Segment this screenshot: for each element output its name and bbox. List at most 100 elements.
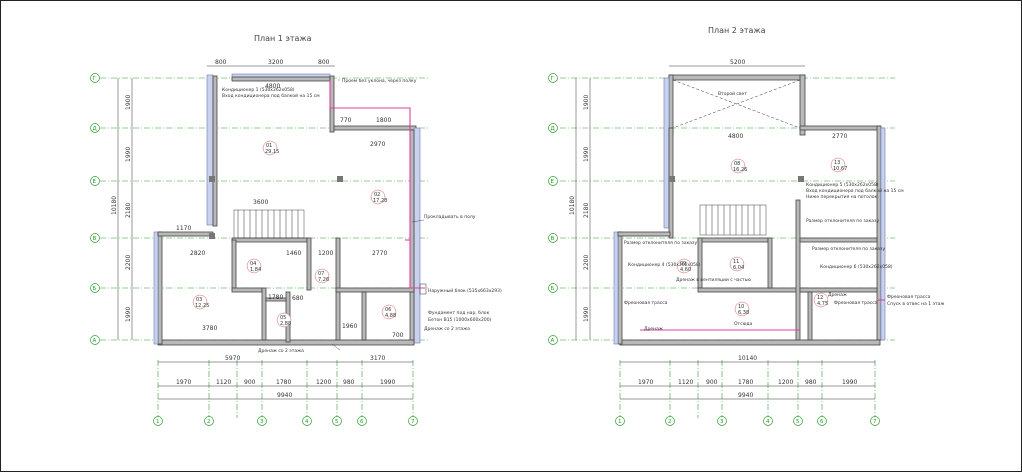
svg-text:1,84: 1,84 xyxy=(250,267,261,273)
svg-text:В: В xyxy=(551,236,555,242)
svg-text:4,60: 4,60 xyxy=(680,267,691,273)
svg-text:Ниже перекрытия на потолок: Ниже перекрытия на потолок xyxy=(806,194,878,200)
svg-text:1900: 1900 xyxy=(125,95,132,110)
freon-route xyxy=(640,299,885,331)
svg-text:3: 3 xyxy=(260,419,264,425)
svg-text:800: 800 xyxy=(318,59,330,66)
svg-text:700: 700 xyxy=(392,332,404,339)
svg-text:07: 07 xyxy=(318,271,324,277)
room-07: 077,26 xyxy=(314,268,330,284)
svg-text:1780: 1780 xyxy=(738,379,753,386)
svg-text:800: 800 xyxy=(215,59,227,66)
svg-text:900: 900 xyxy=(244,379,256,386)
svg-text:06: 06 xyxy=(385,307,391,313)
left-dimensions: 10180 1900 1990 2180 2200 1990 xyxy=(569,78,591,340)
svg-text:1960: 1960 xyxy=(342,323,357,330)
svg-text:Кондиционер 5 (530х262х058): Кондиционер 5 (530х262х058) xyxy=(806,182,879,188)
svg-text:Бетон В15 (1000х600х200): Бетон В15 (1000х600х200) xyxy=(428,317,492,323)
svg-text:Кондиционер 1 (530х262х058): Кондиционер 1 (530х262х058) xyxy=(222,87,295,93)
plan-floor-1: План 1 этажа Г Д Е В Б А xyxy=(90,34,502,426)
svg-text:2200: 2200 xyxy=(125,255,132,270)
svg-text:1200: 1200 xyxy=(318,250,333,257)
svg-text:02: 02 xyxy=(374,192,380,198)
svg-text:Б: Б xyxy=(551,286,555,292)
svg-text:3780: 3780 xyxy=(202,325,217,332)
svg-text:2820: 2820 xyxy=(190,250,205,257)
svg-text:Г: Г xyxy=(551,76,555,82)
svg-text:3200: 3200 xyxy=(268,59,283,66)
svg-text:Дренаж со 2 этажа: Дренаж со 2 этажа xyxy=(258,348,304,354)
axis-grid-cols xyxy=(619,360,876,418)
svg-text:3: 3 xyxy=(720,419,724,425)
svg-text:1200: 1200 xyxy=(778,379,793,386)
room-12: 124,75 xyxy=(813,292,829,308)
svg-text:Наружный блок (535х663х293): Наружный блок (535х663х293) xyxy=(428,287,502,294)
svg-text:3600: 3600 xyxy=(253,199,268,206)
svg-text:2,88: 2,88 xyxy=(280,321,291,327)
svg-text:09: 09 xyxy=(680,261,686,267)
svg-text:12: 12 xyxy=(817,295,823,301)
svg-text:Прокладывать в полу: Прокладывать в полу xyxy=(424,214,476,220)
svg-text:01: 01 xyxy=(266,143,272,149)
svg-text:Фреоновая трасса: Фреоновая трасса xyxy=(624,300,668,306)
svg-text:6,38: 6,38 xyxy=(738,310,749,316)
svg-text:4800: 4800 xyxy=(265,83,280,90)
svg-text:2180: 2180 xyxy=(125,203,132,218)
svg-text:980: 980 xyxy=(343,379,355,386)
svg-text:7: 7 xyxy=(411,419,415,425)
svg-text:2970: 2970 xyxy=(370,141,385,148)
axis-col-labels: 1 2 3 4 5 6 7 xyxy=(615,416,880,426)
svg-text:1120: 1120 xyxy=(678,379,693,386)
svg-text:Б: Б xyxy=(93,286,97,292)
svg-text:03: 03 xyxy=(196,297,202,303)
svg-text:4,88: 4,88 xyxy=(385,313,396,319)
svg-text:10140: 10140 xyxy=(738,355,757,362)
svg-text:Вход кондиционера под балкой н: Вход кондиционера под балкой на 15 см xyxy=(222,92,320,99)
room-09: 094,60 xyxy=(676,258,692,274)
svg-text:Проем без уклона, через полку: Проем без уклона, через полку xyxy=(342,78,417,84)
svg-text:4: 4 xyxy=(766,419,770,425)
svg-text:10180: 10180 xyxy=(111,196,118,215)
bottom-dimensions: 10140 1970 1120 900 1780 1200 980 1990 9… xyxy=(620,355,875,400)
second-light-void: Второй свет xyxy=(672,79,801,129)
axis-row-labels: Г Д Е В Б А xyxy=(548,73,558,345)
axis-row-labels: Г Д Е В Б А xyxy=(90,73,100,345)
svg-text:7,26: 7,26 xyxy=(318,277,329,283)
staircase xyxy=(233,209,305,239)
walls xyxy=(153,73,421,346)
svg-text:6: 6 xyxy=(820,419,824,425)
svg-text:1120: 1120 xyxy=(216,379,231,386)
svg-text:10180: 10180 xyxy=(569,196,576,215)
svg-text:08: 08 xyxy=(734,161,740,167)
svg-text:1990: 1990 xyxy=(583,307,590,322)
svg-text:11: 11 xyxy=(733,259,739,265)
svg-text:Кондиционер 4 (530х262х058): Кондиционер 4 (530х262х058) xyxy=(628,262,701,268)
svg-text:1900: 1900 xyxy=(583,95,590,110)
svg-text:900: 900 xyxy=(706,379,718,386)
svg-text:5: 5 xyxy=(335,419,339,425)
svg-text:Кондиционер 6 (530х262х058): Кондиционер 6 (530х262х058) xyxy=(820,264,893,270)
svg-text:2200: 2200 xyxy=(583,255,590,270)
svg-text:А: А xyxy=(93,338,97,344)
svg-text:Отсюда: Отсюда xyxy=(734,321,753,327)
svg-text:5970: 5970 xyxy=(225,355,240,362)
svg-text:Д: Д xyxy=(93,126,98,132)
svg-text:А: А xyxy=(551,338,555,344)
axis-col-labels: 1 2 3 4 5 6 7 xyxy=(153,416,418,426)
room-06: 064,88 xyxy=(381,304,397,320)
svg-text:13: 13 xyxy=(834,160,840,166)
svg-text:Второй свет: Второй свет xyxy=(718,90,747,97)
svg-text:1780: 1780 xyxy=(276,379,291,386)
svg-text:4800: 4800 xyxy=(728,133,743,140)
svg-text:10,67: 10,67 xyxy=(833,166,847,172)
svg-text:Д: Д xyxy=(551,126,556,132)
svg-text:Фреоновая трасса: Фреоновая трасса xyxy=(834,300,878,306)
svg-text:Дренаж в вентиляции с частью: Дренаж в вентиляции с частью xyxy=(676,277,751,283)
svg-text:10: 10 xyxy=(738,304,744,310)
svg-text:Размер отклонителя по заказу: Размер отклонителя по заказу xyxy=(624,240,697,246)
